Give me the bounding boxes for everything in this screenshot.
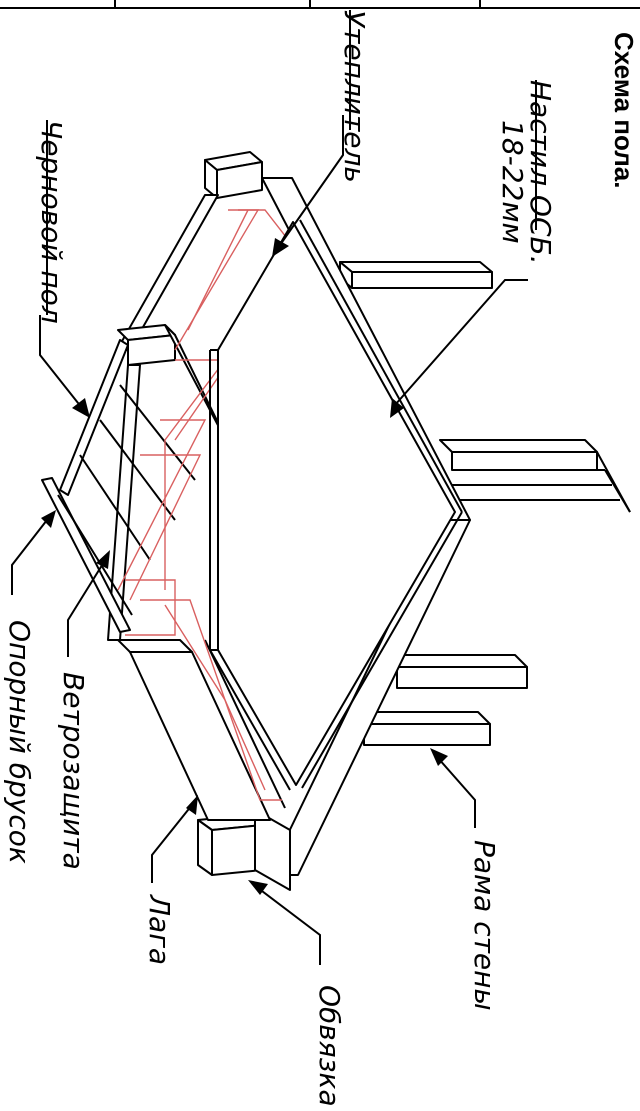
leaders (11, 115, 528, 965)
wall-frame-posts (339, 261, 631, 746)
label-osb-thickness: 18-22мм (496, 120, 529, 244)
label-support-bar: Опорный брусок (3, 620, 36, 864)
joists (107, 194, 306, 821)
label-sill: Обвязка (313, 985, 346, 1107)
label-joist: Лага (143, 894, 176, 965)
label-insulation: Утеплитель (338, 10, 371, 183)
page-title: Схема пола. (609, 32, 639, 188)
label-wind-barrier: Ветрозащита (57, 672, 90, 870)
insulation (117, 209, 301, 801)
label-subfloor: Черновой пол (35, 120, 68, 324)
label-osb-deck: Настил ОСБ. (524, 80, 557, 265)
osb-deck (209, 219, 463, 791)
frame-top (0, 0, 640, 9)
subfloor (41, 339, 196, 633)
label-wall-frame: Рама стены (468, 840, 501, 1011)
